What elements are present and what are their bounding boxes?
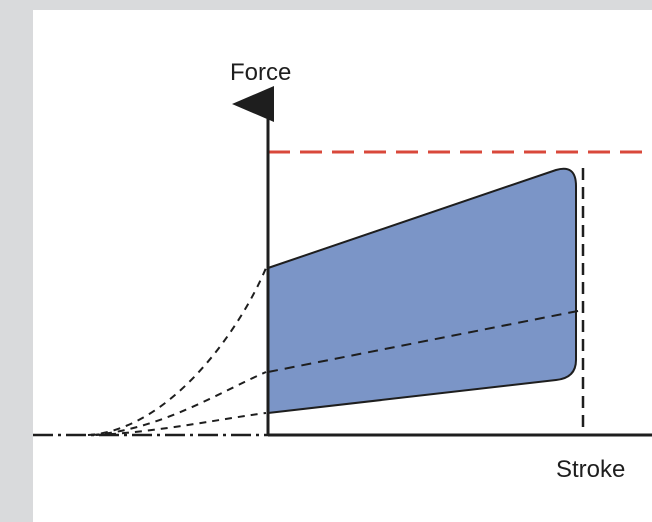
operating-region xyxy=(267,167,577,415)
approach-curve-lower xyxy=(95,412,267,436)
approach-curve-upper xyxy=(87,267,267,436)
y-axis-label: Force xyxy=(230,59,291,86)
region-middle-dashed-line xyxy=(267,309,584,373)
x-axis-label: Stroke xyxy=(556,456,625,483)
